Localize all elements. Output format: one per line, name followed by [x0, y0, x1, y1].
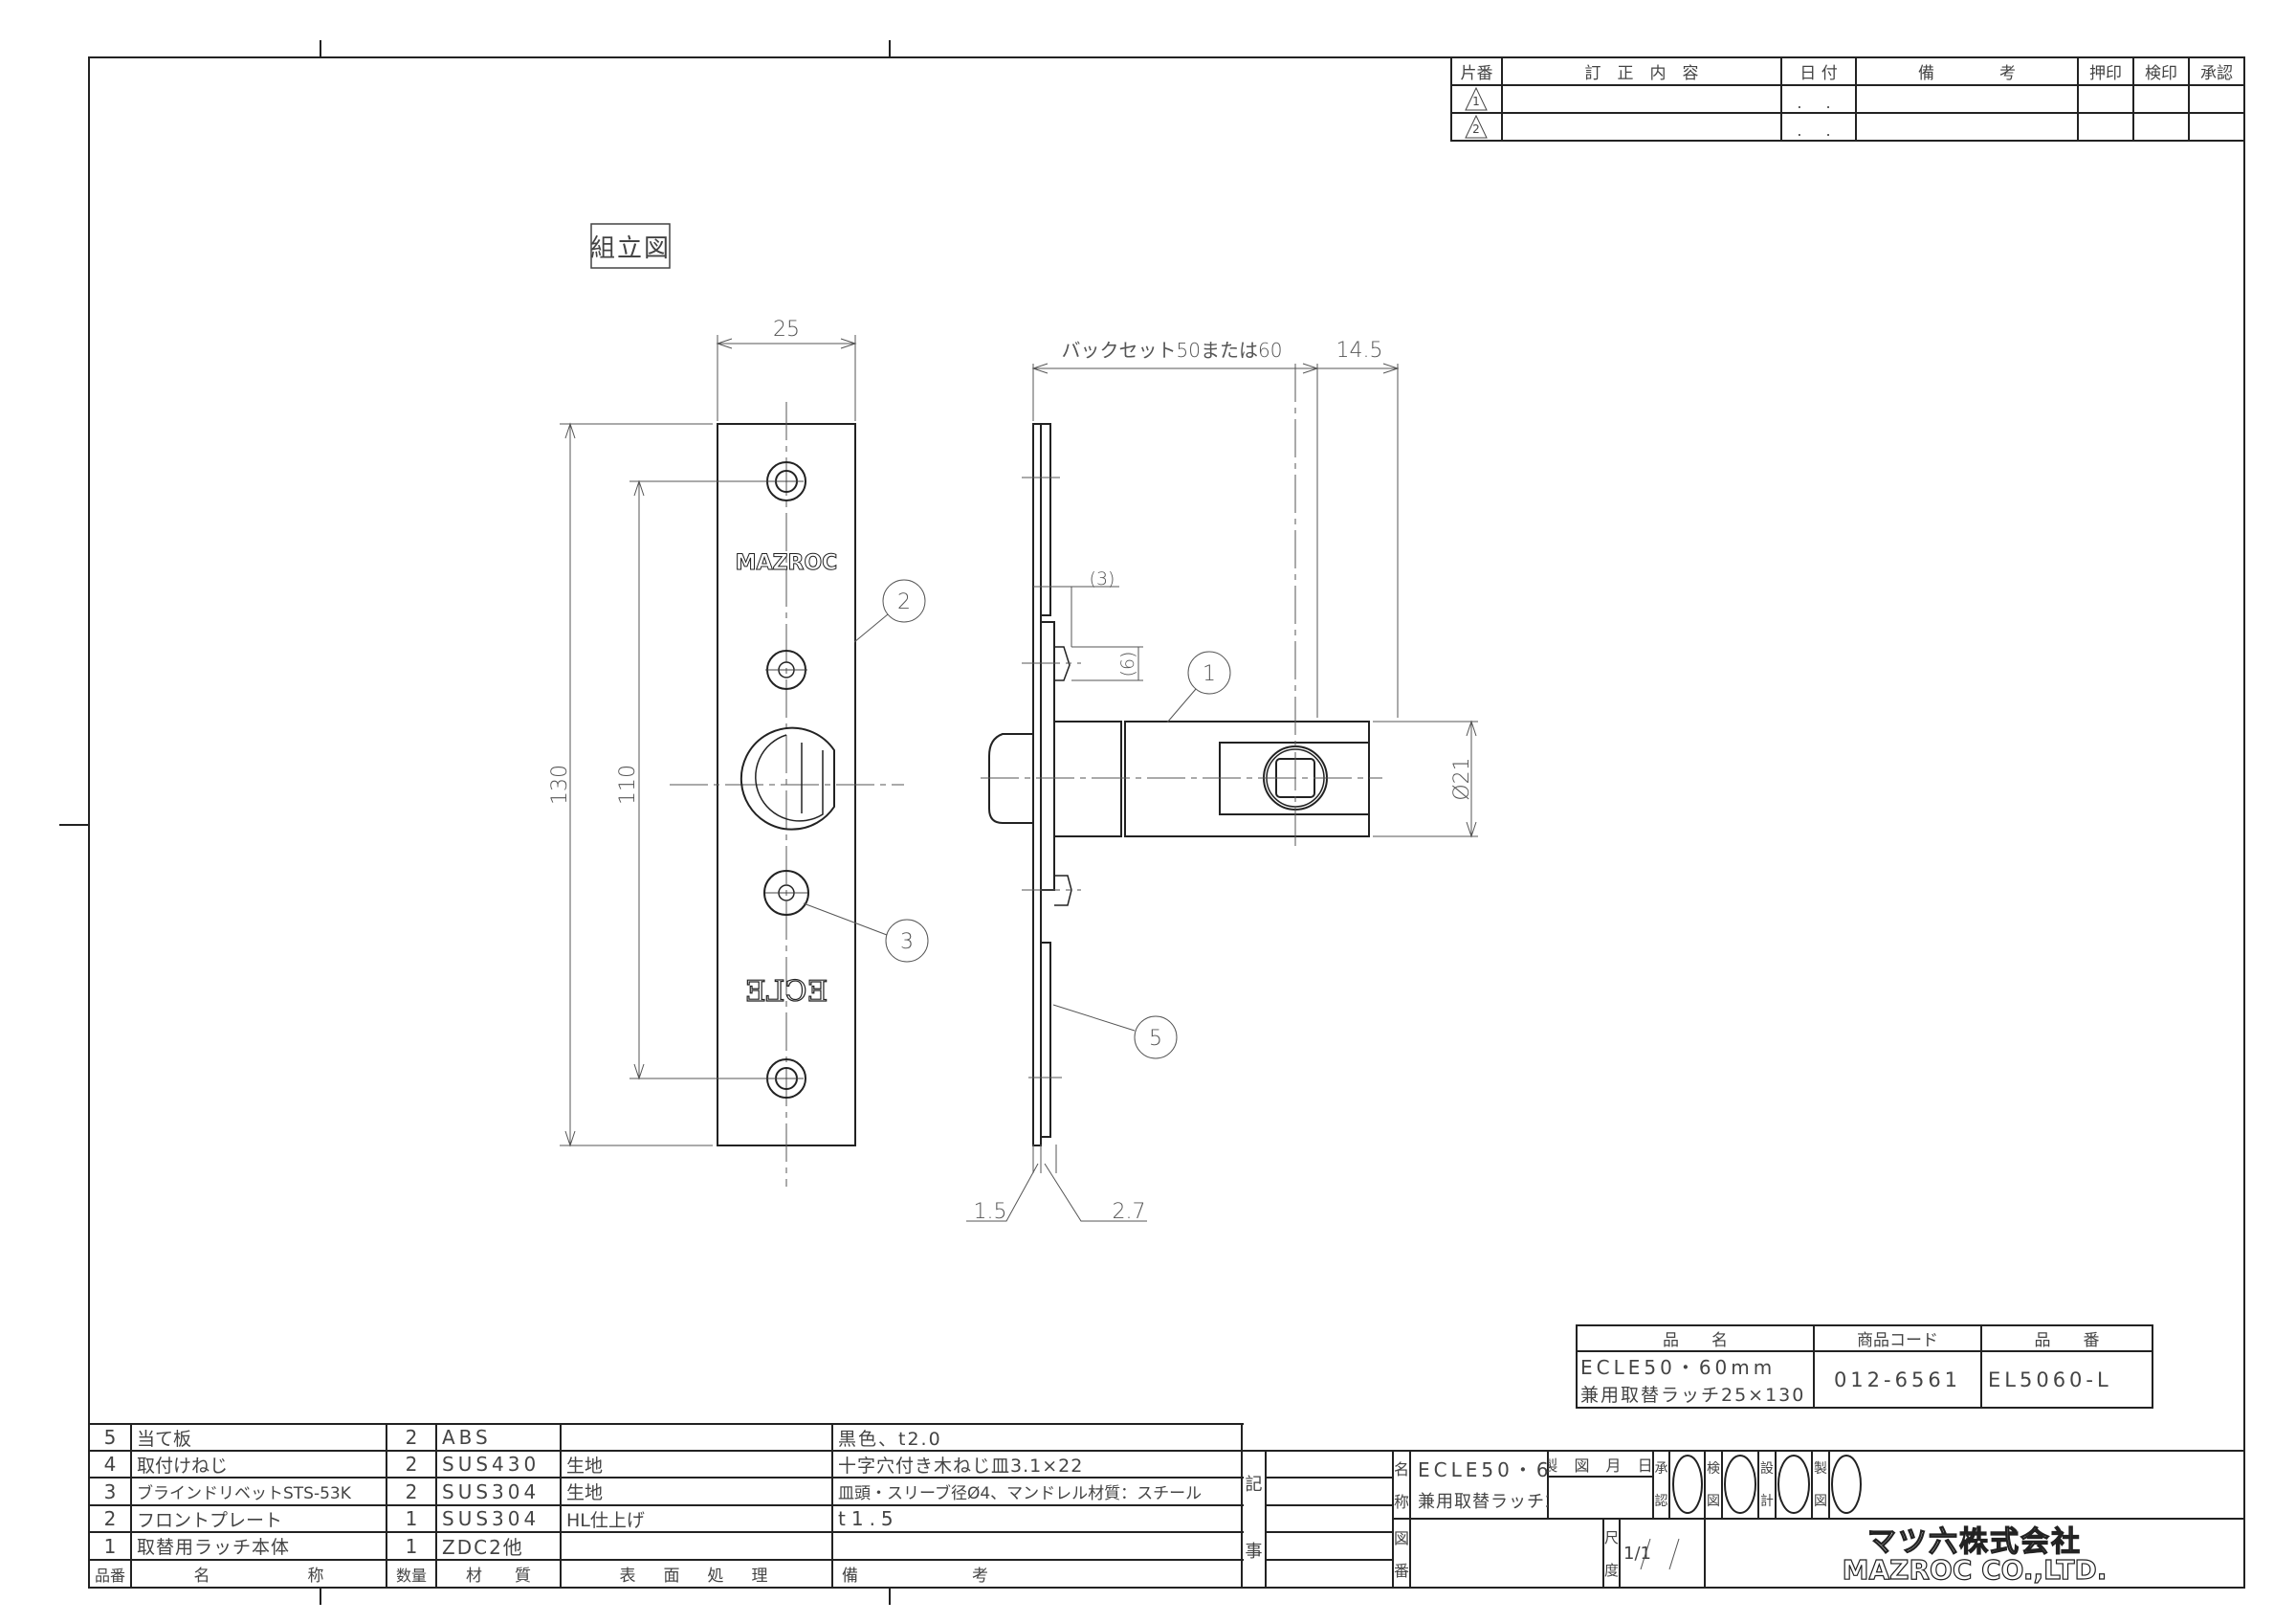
scale-value: 1/1	[1623, 1543, 1651, 1564]
svg-text:2: 2	[897, 590, 911, 614]
rev-header-check: 検印	[2145, 64, 2177, 83]
dim-backset: バックセット50または60	[1062, 339, 1283, 362]
balloons	[803, 579, 1231, 1059]
front-view: MAZROC ECLE	[670, 402, 904, 1187]
product-header-partno: 品 番	[2034, 1331, 2100, 1350]
side-view	[981, 364, 1382, 1146]
dim-plate-thickness: 1.5	[974, 1200, 1007, 1224]
rev-mark-2: 2	[1472, 122, 1480, 136]
rev-date-2: . .	[1797, 121, 1841, 140]
revision-marks	[1465, 86, 1488, 139]
svg-text:1: 1	[1203, 662, 1216, 686]
balloon-1	[1187, 651, 1231, 695]
table-grid	[89, 56, 2245, 1588]
balloon-2	[882, 579, 926, 623]
drawing-title: 組立図	[591, 233, 670, 263]
title-name-line1: ECLE50・60mm	[1418, 1457, 1548, 1481]
balloon-3	[885, 919, 929, 963]
dim-rivet-dia: (6)	[1117, 652, 1138, 678]
dim-height-130: 130	[548, 765, 572, 805]
latch-hole	[740, 726, 835, 831]
product-header-code: 商品コード	[1857, 1331, 1938, 1350]
product-code: 012-6561	[1833, 1367, 1962, 1391]
product-part-number: EL5060-L	[1988, 1367, 2112, 1391]
rev-header-stamp: 押印	[2089, 64, 2122, 83]
dim-width-25: 25	[773, 318, 800, 342]
rev-date-1: . .	[1797, 93, 1841, 112]
side-dimensions	[966, 363, 1478, 1222]
svg-text:3: 3	[900, 930, 914, 954]
rev-mark-1: 1	[1472, 95, 1480, 108]
company-name-en: MAZROC CO.,LTD.	[1842, 1553, 2108, 1586]
dim-rivet-depth: (3)	[1090, 568, 1115, 589]
balloon-5	[1134, 1015, 1178, 1059]
product-name-line1: ECLE50・60mm	[1580, 1356, 1777, 1379]
svg-text:5: 5	[1149, 1027, 1162, 1051]
sheet-border	[88, 56, 2245, 1589]
product-name-line2: 兼用取替ラッチ25×130	[1580, 1385, 1806, 1406]
front-dimensions	[560, 335, 857, 1147]
border-ticks	[59, 40, 891, 1605]
rev-header-note: 備 考	[1918, 64, 2016, 83]
scale-slashes	[1640, 1538, 1680, 1570]
approval-stamps	[1672, 1455, 1862, 1514]
notes-label-top: 記	[1245, 1475, 1263, 1495]
rev-header-approve: 承認	[2200, 64, 2233, 83]
rivet-lower	[763, 870, 809, 916]
date-label: 製 図 月 日	[1548, 1456, 1653, 1475]
notes-label-bottom: 事	[1245, 1542, 1263, 1562]
dim-total-thickness: 2.7	[1113, 1200, 1146, 1224]
product-header-name: 品 名	[1663, 1331, 1728, 1350]
title-label-box	[590, 223, 671, 269]
dim-diameter-21: Ø21	[1450, 757, 1474, 800]
dim-pitch-110: 110	[616, 765, 640, 805]
dim-offset-14-5: 14.5	[1336, 339, 1383, 363]
title-name-line2: 兼用取替ラッチ25×130	[1418, 1492, 1548, 1512]
ecle-logo-mirrored: ECLE	[745, 975, 828, 1009]
company-name-jp: マツ六株式会社	[1866, 1524, 2082, 1557]
rev-header-mark: 片番	[1460, 64, 1493, 83]
rev-header-content: 訂 正 内 容	[1584, 64, 1699, 83]
rev-header-date: 日 付	[1799, 64, 1838, 83]
mazroc-logo: MAZROC	[736, 551, 838, 575]
